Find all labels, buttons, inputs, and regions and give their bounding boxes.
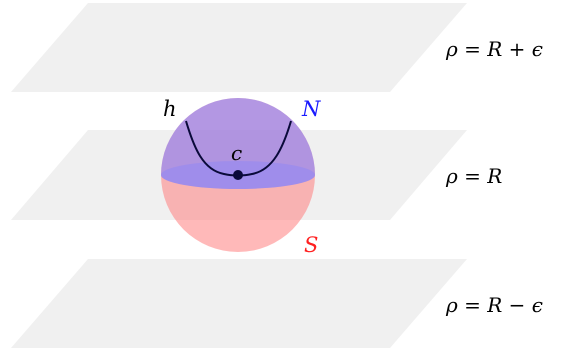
plane-bottom-label: ρ = R − ϵ (445, 293, 543, 317)
plane-bottom (11, 259, 467, 348)
sphere-north-hemisphere (161, 98, 315, 189)
center-label: c (231, 141, 242, 165)
center-point (233, 170, 243, 180)
curve-label: h (163, 97, 177, 121)
plane-middle-label: ρ = R (445, 164, 502, 188)
north-label: N (301, 97, 321, 121)
plane-top (11, 3, 467, 92)
plane-top-label: ρ = R + ϵ (445, 37, 543, 61)
south-label: S (304, 233, 318, 257)
